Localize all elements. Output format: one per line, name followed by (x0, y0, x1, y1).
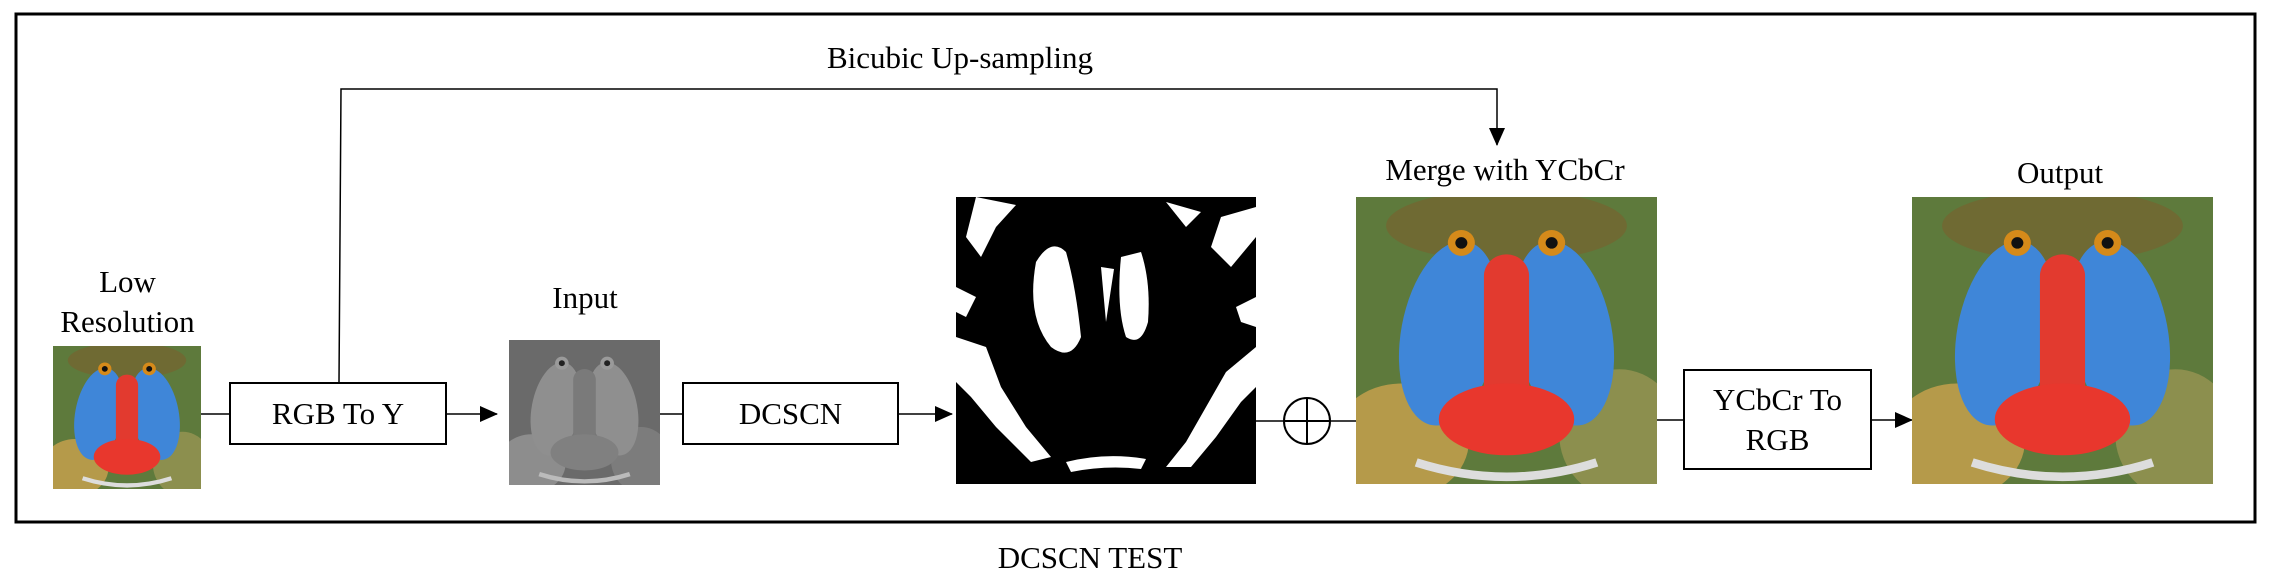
bicubic-path (338, 88, 1505, 383)
bicubic-label: Bicubic Up-sampling (826, 40, 1094, 75)
mandrill-color-image (53, 346, 201, 489)
outer-frame (14, 12, 2257, 524)
ycbcr-to-rgb-label-line2: RGB (1745, 421, 1810, 457)
residual-image (956, 197, 1256, 484)
low-resolution-image (53, 346, 201, 489)
residual-map-image (956, 197, 1256, 484)
merge-label: Merge with YCbCr (1385, 152, 1625, 187)
output-image (1912, 197, 2213, 484)
figure-caption: DCSCN TEST (997, 540, 1183, 575)
circle-plus-icon (1283, 397, 1331, 445)
input-label: Input (552, 280, 618, 315)
merged-image (1356, 197, 1657, 484)
mandrill-grayscale-image (509, 340, 660, 485)
low-resolution-label-line2: Resolution (60, 304, 195, 339)
input-image (509, 340, 660, 485)
dcscn-box: DCSCN (682, 382, 899, 445)
low-resolution-label: Low Resolution (40, 262, 215, 342)
rgb-to-y-box: RGB To Y (229, 382, 447, 445)
low-resolution-label-line1: Low (99, 264, 156, 299)
output-label: Output (2016, 155, 2104, 190)
ycbcr-to-rgb-box: YCbCr To RGB (1683, 369, 1872, 470)
dcscn-label: DCSCN (738, 395, 843, 431)
mandrill-color-image (1356, 197, 1657, 484)
rgb-to-y-label: RGB To Y (271, 395, 405, 431)
mandrill-color-image (1912, 197, 2213, 484)
ycbcr-to-rgb-label-line1: YCbCr To (1712, 381, 1843, 417)
